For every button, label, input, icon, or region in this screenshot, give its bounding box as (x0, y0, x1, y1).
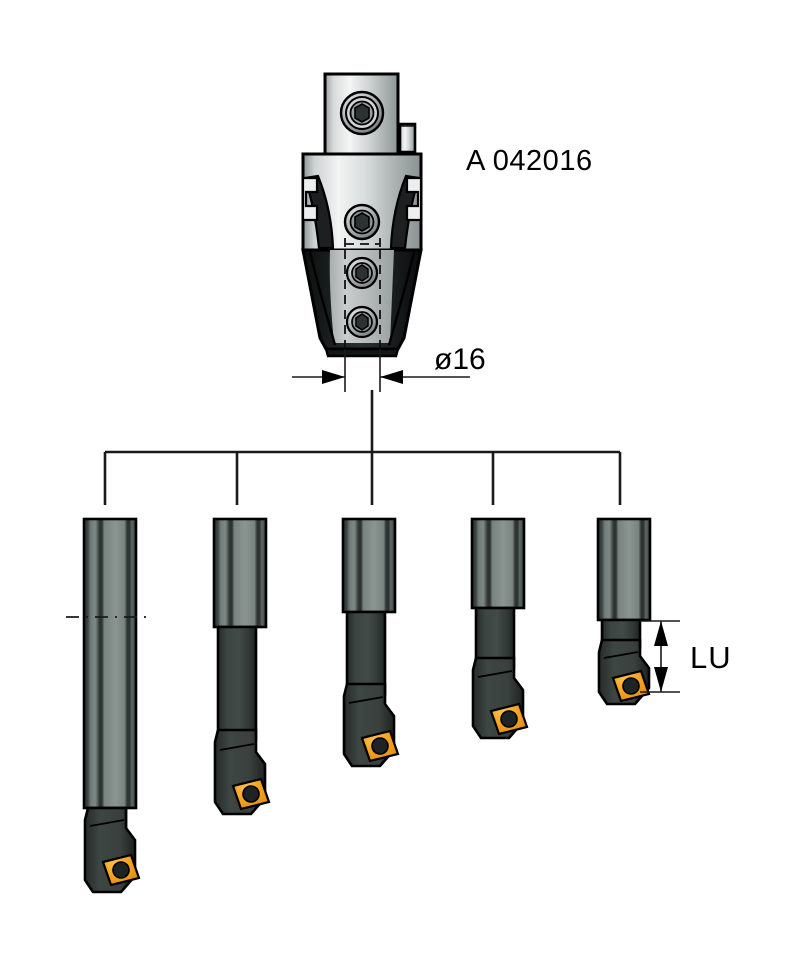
bar-4-insert (489, 702, 529, 736)
diameter-label: ø16 (434, 343, 486, 376)
bar-3-shank (341, 517, 397, 614)
bar-5-head-facet (603, 651, 639, 659)
bar-3-insert (360, 729, 400, 763)
distribution-bracket (103, 390, 622, 505)
collar-notch-right (405, 176, 423, 222)
taper-bottom-rim (324, 347, 400, 358)
bar-2-shank (212, 517, 268, 629)
holder-part-number: A 042016 (466, 145, 593, 177)
dim-arrow-left (322, 370, 345, 384)
hex-socket (354, 212, 370, 232)
insert-screw (112, 861, 130, 879)
bar-5-shank (596, 517, 652, 622)
dim-arrow-right (380, 370, 403, 384)
bar-1-shank (82, 517, 138, 810)
bar-1-insert (101, 853, 141, 887)
boring-bar-5 (596, 517, 652, 706)
bar-4-shank (470, 517, 526, 610)
boring-bar-4 (470, 517, 529, 740)
holder-taper-body (301, 248, 423, 358)
bar-3-head-facet (348, 696, 384, 704)
boring-bar-3 (341, 517, 400, 768)
insert-screw (622, 677, 640, 695)
hex-socket (355, 313, 369, 331)
lu-label: LU (690, 640, 732, 675)
tool-holder-assembly (301, 72, 423, 358)
boring-bar-1 (66, 517, 152, 894)
taper-wall-right (387, 251, 416, 346)
holder-side-pin (398, 122, 417, 154)
boring-bar-2 (212, 517, 271, 816)
bar-5-insert (611, 669, 651, 703)
bar-2-insert (231, 777, 271, 811)
diameter-dimension: ø16 (292, 343, 486, 392)
lu-arrow-top (654, 621, 668, 646)
holder-upper-shank (323, 72, 417, 156)
taper-screw-upper (345, 256, 379, 290)
bar-4-head-facet (477, 670, 513, 678)
bar-2-body (216, 625, 258, 742)
bar-3-body (345, 610, 387, 696)
top-shank-screw (339, 90, 385, 136)
collar-screw (343, 203, 381, 241)
hex-socket (354, 103, 370, 123)
taper-wall-left (308, 251, 337, 346)
insert-screw (371, 737, 389, 755)
holder-collar (301, 152, 423, 252)
insert-screw (500, 710, 518, 728)
bar-2-head-facet (219, 743, 255, 751)
taper-screw-lower (345, 305, 379, 339)
insert-screw (242, 785, 260, 803)
lu-dimension: LU (640, 620, 732, 693)
bar-1-head-facet (89, 819, 125, 827)
lu-arrow-bottom (654, 667, 668, 692)
hex-socket (355, 264, 369, 282)
collar-notch-left (301, 176, 319, 222)
